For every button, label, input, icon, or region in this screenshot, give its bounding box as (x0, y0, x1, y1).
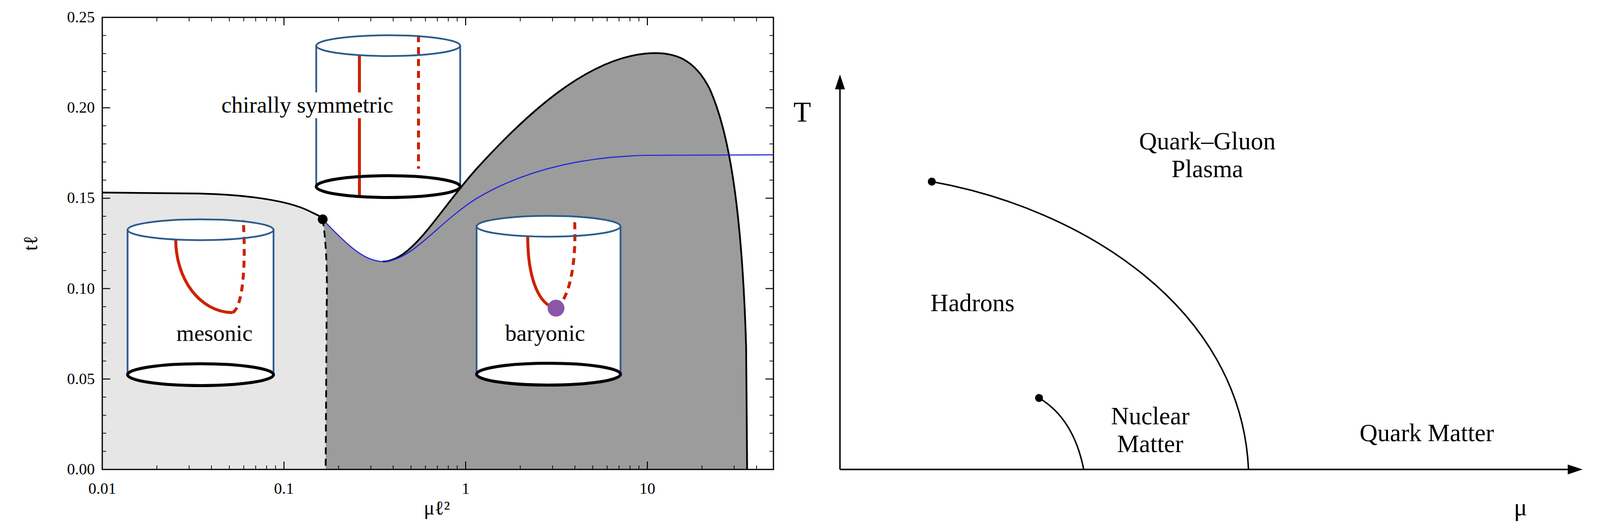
cylinder-top (127, 219, 274, 241)
baryon-vertex (547, 299, 565, 317)
axis-label: μℓ² (423, 497, 451, 520)
tick-label: 0.25 (67, 8, 95, 27)
cylinder-bottom (127, 363, 274, 386)
tick-label: 0.00 (67, 460, 95, 479)
axis-arrowhead (1567, 464, 1583, 475)
tick-label: 0.15 (67, 189, 95, 208)
cylinder-body (127, 219, 274, 386)
tick-label: 0.20 (67, 98, 95, 117)
phase-label: Quark Matter (1359, 418, 1495, 447)
region-label: mesonic (173, 320, 256, 347)
axis-line (839, 84, 1572, 470)
axis-arrowhead (834, 74, 845, 90)
major-ticks (102, 17, 774, 470)
red-string (175, 239, 233, 313)
phase-label: Hadrons (930, 288, 1015, 317)
mesonic-region (102, 192, 328, 470)
critical-point (317, 214, 328, 225)
phase-boundary (1039, 398, 1084, 470)
critical-point (927, 177, 936, 186)
axis-label: μ (1514, 493, 1528, 522)
region-label: chirally symmetric (218, 92, 397, 119)
axis-label: tℓ (19, 235, 43, 251)
dashed-phase-boundary (322, 219, 328, 470)
tick-label: 10 (639, 480, 656, 498)
phase-label: Quark–Gluon Plasma (1117, 127, 1297, 183)
red-string-dashed (556, 216, 575, 309)
cylinder-top (476, 215, 621, 237)
phase-boundary (931, 181, 1249, 470)
cylinder-side (476, 226, 621, 375)
phase-label: Nuclear Matter (1090, 402, 1210, 458)
minor-ticks (102, 17, 774, 470)
tick-label: 0.05 (67, 370, 95, 389)
red-string-dashed (232, 219, 245, 313)
plot-frame (102, 17, 774, 470)
critical-point (1035, 394, 1044, 403)
tick-label: 0.1 (274, 480, 294, 498)
cylinder-side (127, 229, 274, 375)
axis-label: T (793, 96, 811, 129)
red-string (527, 236, 557, 309)
tick-label: 1 (461, 480, 470, 498)
cylinder-bottom (476, 363, 621, 386)
tick-label: 0.10 (67, 279, 95, 298)
black-phase-boundary (102, 192, 323, 220)
cylinder-bottom (316, 175, 461, 198)
cylinder-body (476, 215, 621, 386)
cylinder-top (316, 35, 461, 57)
tick-label: 0.01 (88, 480, 117, 498)
region-label: baryonic (502, 320, 589, 347)
